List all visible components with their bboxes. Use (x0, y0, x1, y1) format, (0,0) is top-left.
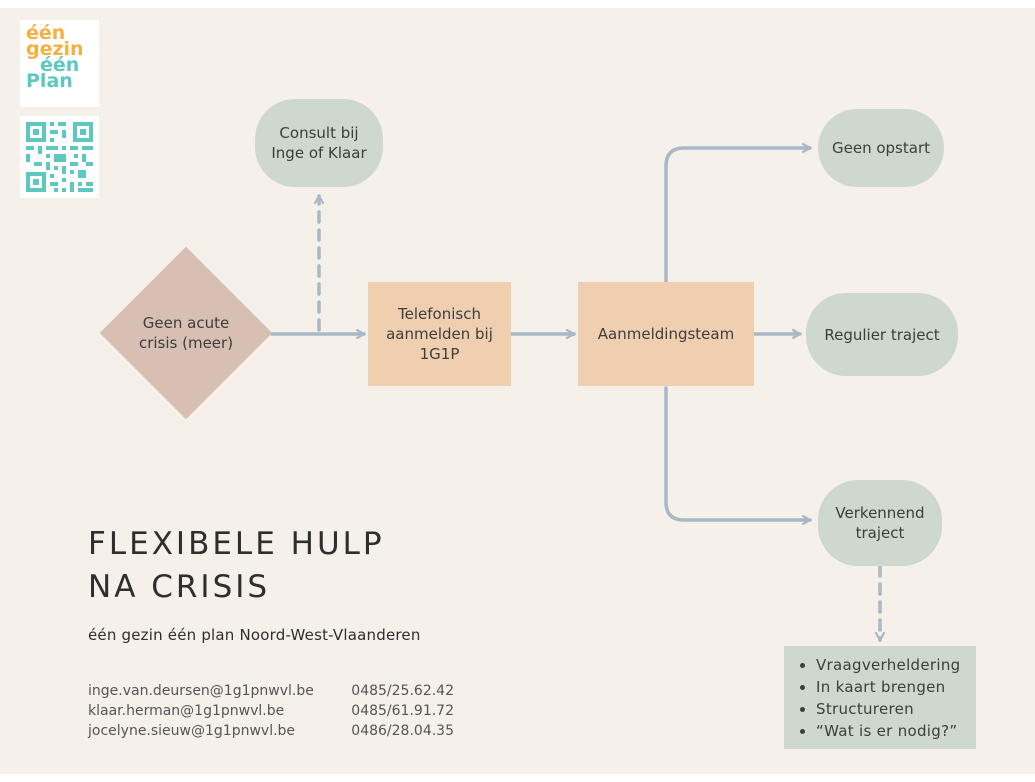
node-registration-team: Aanmeldingsteam (578, 282, 754, 386)
checklist-item: “Wat is er nodig?” (816, 720, 976, 742)
contact-email[interactable]: klaar.herman@1g1pnwvl.be (88, 703, 285, 719)
logo-line-4: Plan (26, 70, 73, 92)
node-exploratory-track: Verkennend traject (818, 480, 942, 566)
qr-code[interactable] (20, 116, 99, 198)
logo-line-1: één (26, 22, 66, 44)
decision-label: Geen acute crisis (meer) (138, 314, 234, 352)
checklist: Vraagverheldering In kaart brengen Struc… (784, 646, 976, 742)
arrow-team-to-no-start (664, 148, 812, 284)
checklist-item: Vraagverheldering (816, 654, 976, 676)
node-consult-label: Consult bij Inge of Klaar (271, 124, 367, 162)
node-consult: Consult bij Inge of Klaar (255, 99, 383, 187)
logo-line-3: één (40, 54, 80, 76)
poster-subtitle: één gezin één plan Noord-West-Vlaanderen (88, 626, 421, 644)
node-exploratory-track-label: Verkennend traject (835, 504, 925, 542)
title-line-2: NA CRISIS (88, 569, 271, 605)
contact-phone[interactable]: 0486/28.04.35 (351, 723, 454, 739)
qr-code-icon (26, 122, 93, 192)
checklist-item: In kaart brengen (816, 676, 976, 698)
contact-row: inge.van.deursen@1g1pnwvl.be 0485/25.62.… (88, 681, 454, 701)
logo: één gezin één Plan (20, 20, 99, 107)
contact-email[interactable]: jocelyne.sieuw@1g1pnwvl.be (88, 723, 296, 739)
checklist-box: Vraagverheldering In kaart brengen Struc… (784, 646, 976, 749)
decision-no-acute-crisis: Geen acute crisis (meer) (99, 246, 273, 420)
title-line-1: FLEXIBELE HULP (88, 526, 385, 562)
contact-email[interactable]: inge.van.deursen@1g1pnwvl.be (88, 683, 314, 699)
node-no-start: Geen opstart (818, 109, 944, 187)
node-registration-team-label: Aanmeldingsteam (597, 325, 735, 343)
arrow-team-to-exploratory (664, 386, 812, 520)
node-regular-track: Regulier traject (806, 293, 958, 376)
node-regular-track-label: Regulier traject (824, 325, 940, 344)
checklist-item: Structureren (816, 698, 976, 720)
contact-row: klaar.herman@1g1pnwvl.be 0485/61.91.72 (88, 701, 454, 721)
node-register-label: Telefonisch aanmelden bij 1G1P (386, 305, 493, 363)
poster-title: FLEXIBELE HULP NA CRISIS (88, 523, 385, 609)
node-no-start-label: Geen opstart (832, 139, 930, 157)
node-register: Telefonisch aanmelden bij 1G1P (368, 282, 511, 386)
contact-list: inge.van.deursen@1g1pnwvl.be 0485/25.62.… (88, 681, 454, 741)
contact-row: jocelyne.sieuw@1g1pnwvl.be 0486/28.04.35 (88, 721, 454, 741)
logo-line-2: gezin (26, 38, 84, 60)
contact-phone[interactable]: 0485/61.91.72 (351, 703, 454, 719)
contact-phone[interactable]: 0485/25.62.42 (351, 683, 454, 699)
